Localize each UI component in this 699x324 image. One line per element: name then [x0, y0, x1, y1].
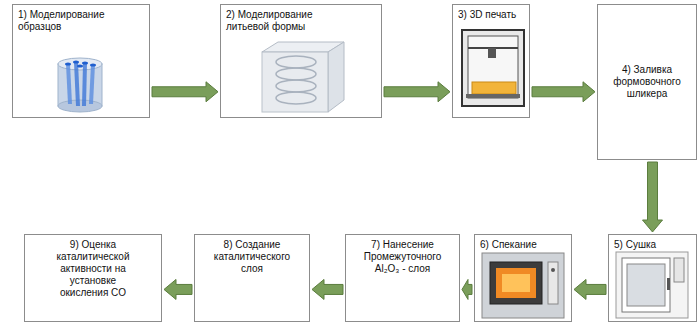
sample-illustration: [58, 58, 102, 112]
flow-arrow: [384, 82, 450, 102]
flow-arrow: [643, 162, 663, 232]
process-box: 4) Заливка формовочного шликера: [597, 4, 697, 160]
step-label: 3) 3D печать: [458, 9, 516, 21]
step-label: 9) Оценка каталитической активности на у…: [48, 239, 138, 299]
process-box: 1) Моделирование образцов: [12, 4, 150, 118]
process-box: 6) Спекание: [474, 234, 572, 322]
step-label: 1) Моделирование образцов: [18, 9, 118, 33]
step-label: 7) Нанесение Промежуточного Al₂O₃ - слоя: [353, 239, 453, 275]
step-label: 4) Заливка формовочного шликера: [603, 64, 691, 100]
flow-arrow: [574, 279, 606, 299]
process-box: 5) Сушка: [608, 234, 697, 322]
process-box: 8) Создание каталитического слоя: [194, 234, 310, 322]
process-box: 7) Нанесение Промежуточного Al₂O₃ - слоя: [345, 234, 460, 322]
step-label: 6) Спекание: [480, 239, 537, 251]
process-box: 2) Моделирование литьевой формы: [220, 4, 382, 118]
step-label: 2) Моделирование литьевой формы: [226, 9, 338, 33]
step-label: 8) Создание каталитического слоя: [205, 239, 300, 275]
dryer-illustration: [616, 252, 688, 318]
flow-arrow: [312, 279, 343, 299]
flow-arrow: [152, 82, 218, 102]
process-box: 9) Оценка каталитической активности на у…: [24, 234, 162, 322]
step-label: 5) Сушка: [614, 239, 656, 251]
flow-arrow: [164, 279, 192, 299]
flow-arrow: [462, 279, 472, 299]
mold-illustration: [262, 42, 344, 112]
process-box: 3) 3D печать: [452, 4, 530, 118]
furnace-illustration: [482, 253, 564, 318]
flow-arrow: [532, 82, 595, 102]
printer-illustration: [462, 30, 524, 106]
